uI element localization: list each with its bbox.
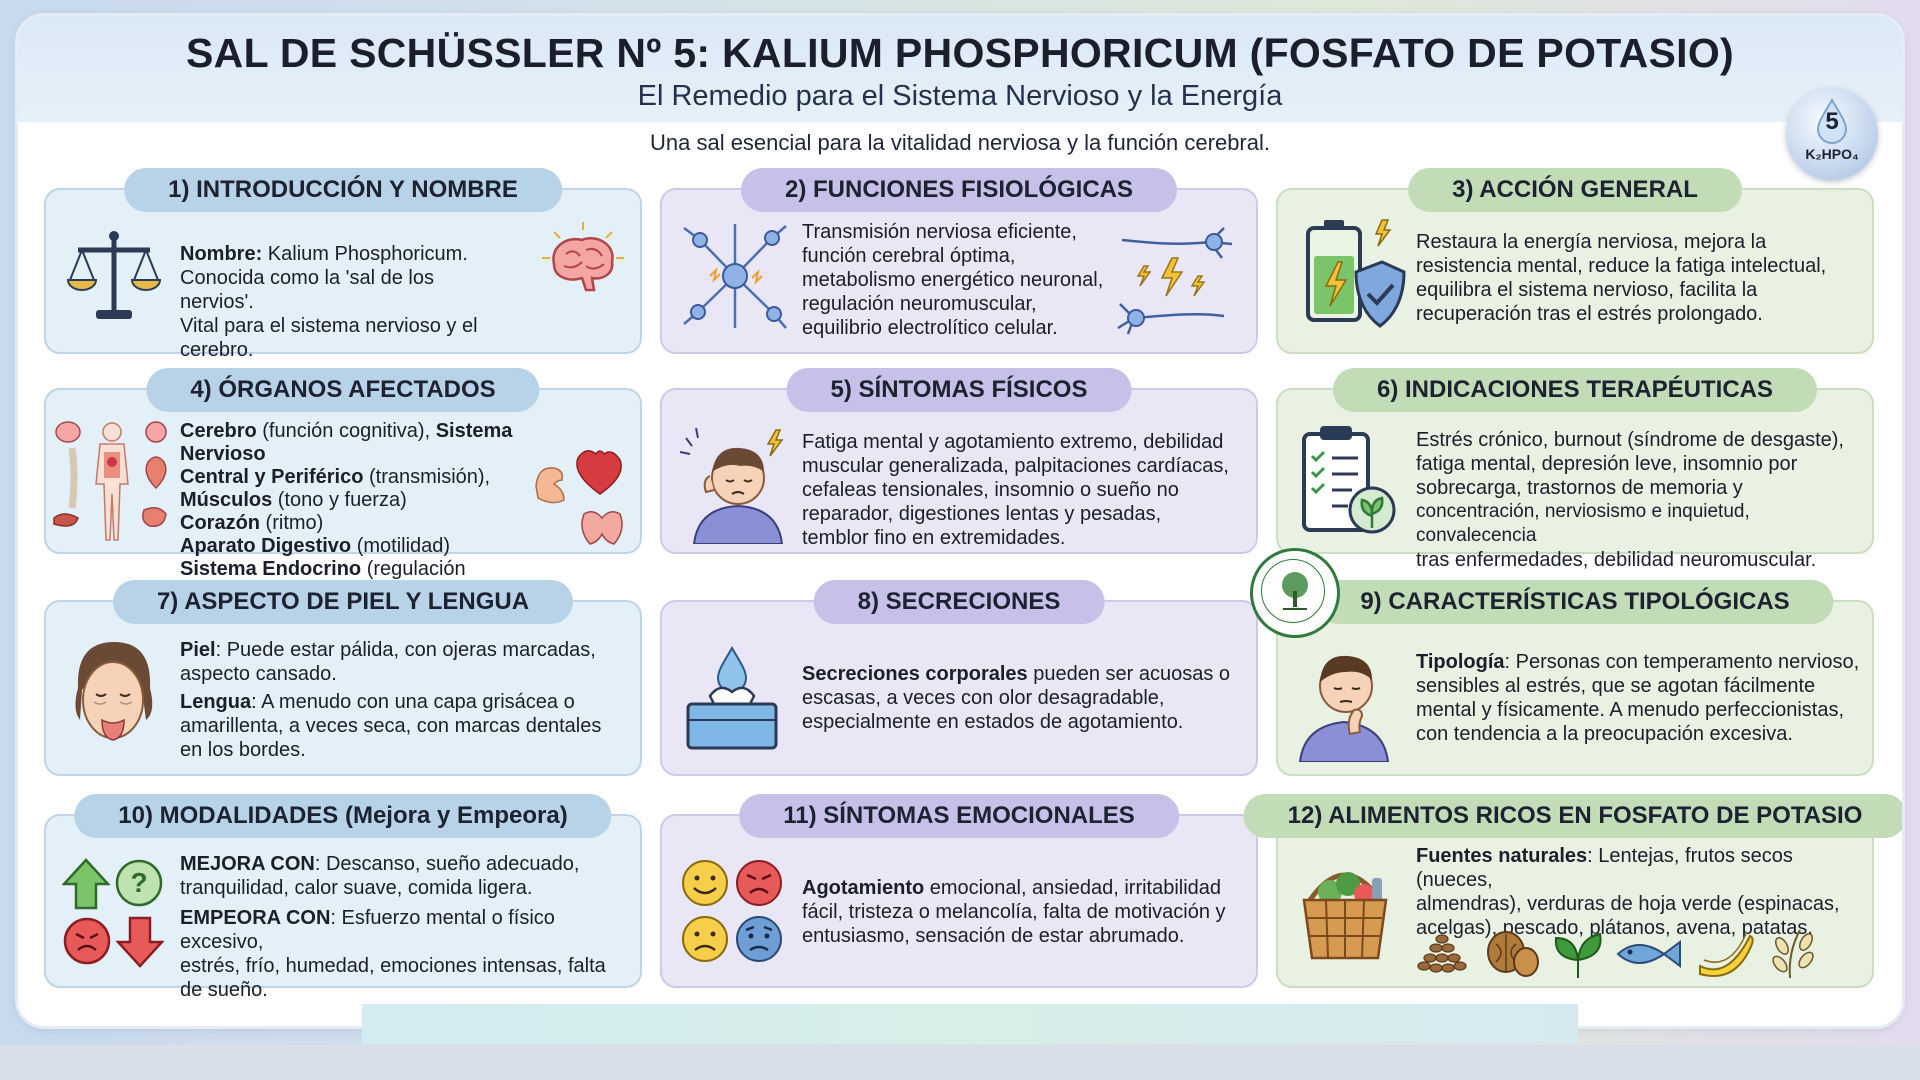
header: SAL DE SCHÜSSLER Nº 5: KALIUM PHOSPHORIC…: [18, 16, 1902, 122]
food-basket-icon: [1302, 872, 1388, 960]
sad-face-icon: [682, 916, 728, 962]
card-title: 3) ACCIÓN GENERAL: [1408, 168, 1742, 212]
spinach-leaf-icon: [1554, 932, 1602, 978]
la-senda-natural-seal: [1250, 548, 1340, 638]
face-tongue-icon: [75, 642, 153, 741]
salt-number-badge: 5 K₂HPO₄: [1786, 88, 1878, 180]
indicaciones-text: Estrés crónico, burnout (síndrome de des…: [1416, 429, 1844, 571]
organos-text: Cerebro (función cognitiva), Sistema Ner…: [180, 420, 513, 603]
alimentos-text: Fuentes naturales: Lentejas, frutos seco…: [1416, 845, 1840, 939]
card-organos: 4) ÓRGANOS AFECTADOS Cerebro (función co…: [44, 368, 642, 603]
tree-icon: [1282, 572, 1308, 610]
bottom-strip: [0, 1045, 1920, 1080]
page-subtitle: El Remedio para el Sistema Nervioso y la…: [637, 80, 1283, 112]
card-title: 8) SECRECIONES: [813, 580, 1105, 624]
card-title: 9) CARACTERÍSTICAS TIPOLÓGICAS: [1316, 580, 1834, 624]
scale-icon: [66, 231, 162, 319]
badge-number: 5: [1825, 108, 1839, 135]
card-tipologicas: 9) CARACTERÍSTICAS TIPOLÓGICAS Tipología…: [1276, 580, 1874, 776]
water-drop-icon: [1816, 98, 1848, 144]
brain-icon: [542, 222, 624, 292]
tissue-box-drop-icon: [686, 645, 778, 750]
tagline: Una sal esencial para la vitalidad nervi…: [649, 130, 1270, 155]
card-title: 11) SÍNTOMAS EMOCIONALES: [739, 794, 1179, 838]
nerve-impulse-icon: [1117, 227, 1233, 335]
piel-lengua-text: Piel: Puede estar pálida, con ojeras mar…: [180, 639, 602, 761]
emocionales-text: Agotamiento emocional, ansiedad, irritab…: [802, 877, 1226, 947]
card-piel-lengua: 7) ASPECTO DE PIEL Y LENGUA Piel: Puede …: [44, 580, 642, 776]
card-funciones: 2) FUNCIONES FISIOLÓGICAS Transmisión ne…: [660, 168, 1258, 354]
tired-person-icon: [679, 427, 784, 544]
thinking-person-icon: [1298, 655, 1390, 762]
card-title: 2) FUNCIONES FISIOLÓGICAS: [740, 168, 1178, 212]
bottom-tab: [362, 1004, 1578, 1044]
angry-face-icon: [736, 860, 782, 906]
lentils-icon: [1417, 934, 1467, 973]
secreciones-text: Secreciones corporales pueden ser acuosa…: [802, 663, 1231, 733]
funciones-text: Transmisión nerviosa eficiente, función …: [802, 221, 1104, 339]
sintomas-fisicos-text: Fatiga mental y agotamiento extremo, deb…: [802, 431, 1229, 549]
card-title: 7) ASPECTO DE PIEL Y LENGUA: [112, 580, 574, 624]
happy-face-icon: [682, 860, 728, 906]
accion-text: Restaura la energía nerviosa, mejora la …: [1416, 231, 1827, 325]
modalidades-text: MEJORA CON: Descanso, sueño adecuado, tr…: [180, 853, 606, 1001]
card-sintomas-fisicos: 5) SÍNTOMAS FÍSICOS Fatiga mental y agot…: [660, 368, 1258, 554]
card-secreciones: 8) SECRECIONES Secreciones corporales pu…: [660, 580, 1258, 776]
battery-shield-icon: [1306, 219, 1406, 328]
muscle-heart-thyroid-icon: [535, 450, 623, 545]
card-title: 1) INTRODUCCIÓN Y NOMBRE: [124, 168, 562, 212]
clipboard-checklist-icon: [1302, 426, 1396, 534]
card-title: 10) MODALIDADES (Mejora y Empeora): [74, 794, 612, 838]
worried-face-icon: [736, 916, 782, 962]
intro-text: Nombre: Kalium Phosphoricum. Conocida co…: [180, 243, 478, 361]
svg-text:?: ?: [130, 867, 147, 898]
banana-icon: [1699, 933, 1754, 977]
card-title: 4) ÓRGANOS AFECTADOS: [146, 368, 540, 412]
walnut-icon: [1487, 931, 1539, 977]
tipologicas-text: Tipología: Personas con temperamento ner…: [1416, 651, 1860, 745]
angry-face-icon: [63, 917, 111, 965]
card-accion-general: 3) ACCIÓN GENERAL Restaura la energía ne…: [1276, 168, 1874, 354]
card-title: 12) ALIMENTOS RICOS EN FOSFATO DE POTASI…: [1243, 794, 1902, 838]
up-arrow-icon: [62, 858, 110, 910]
card-title: 6) INDICACIONES TERAPÉUTICAS: [1332, 368, 1818, 412]
card-title: 5) SÍNTOMAS FÍSICOS: [786, 368, 1132, 412]
fish-icon: [1616, 940, 1681, 968]
card-modalidades: 10) MODALIDADES (Mejora y Empeora) ? MEJ…: [44, 794, 642, 1001]
card-indicaciones: 6) INDICACIONES TERAPÉUTICAS Estrés crón…: [1276, 368, 1874, 571]
down-arrow-icon: [116, 916, 164, 968]
page-title: SAL DE SCHÜSSLER Nº 5: KALIUM PHOSPHORIC…: [186, 30, 1734, 76]
badge-formula: K₂HPO₄: [1805, 146, 1859, 162]
card-introduccion: 1) INTRODUCCIÓN Y NOMBRE Nombre: Kalium …: [44, 168, 642, 361]
card-sintomas-emocionales: 11) SÍNTOMAS EMOCIONALES Agotamiento emo…: [660, 794, 1258, 988]
card-alimentos: 12) ALIMENTOS RICOS EN FOSFATO DE POTASI…: [1243, 794, 1902, 988]
oats-icon: [1772, 929, 1814, 979]
infographic-frame: SAL DE SCHÜSSLER Nº 5: KALIUM PHOSPHORIC…: [18, 16, 1902, 1026]
neuron-network-icon: [683, 224, 787, 329]
question-icon: ?: [115, 859, 163, 907]
anatomy-organs-icon: [53, 421, 167, 541]
